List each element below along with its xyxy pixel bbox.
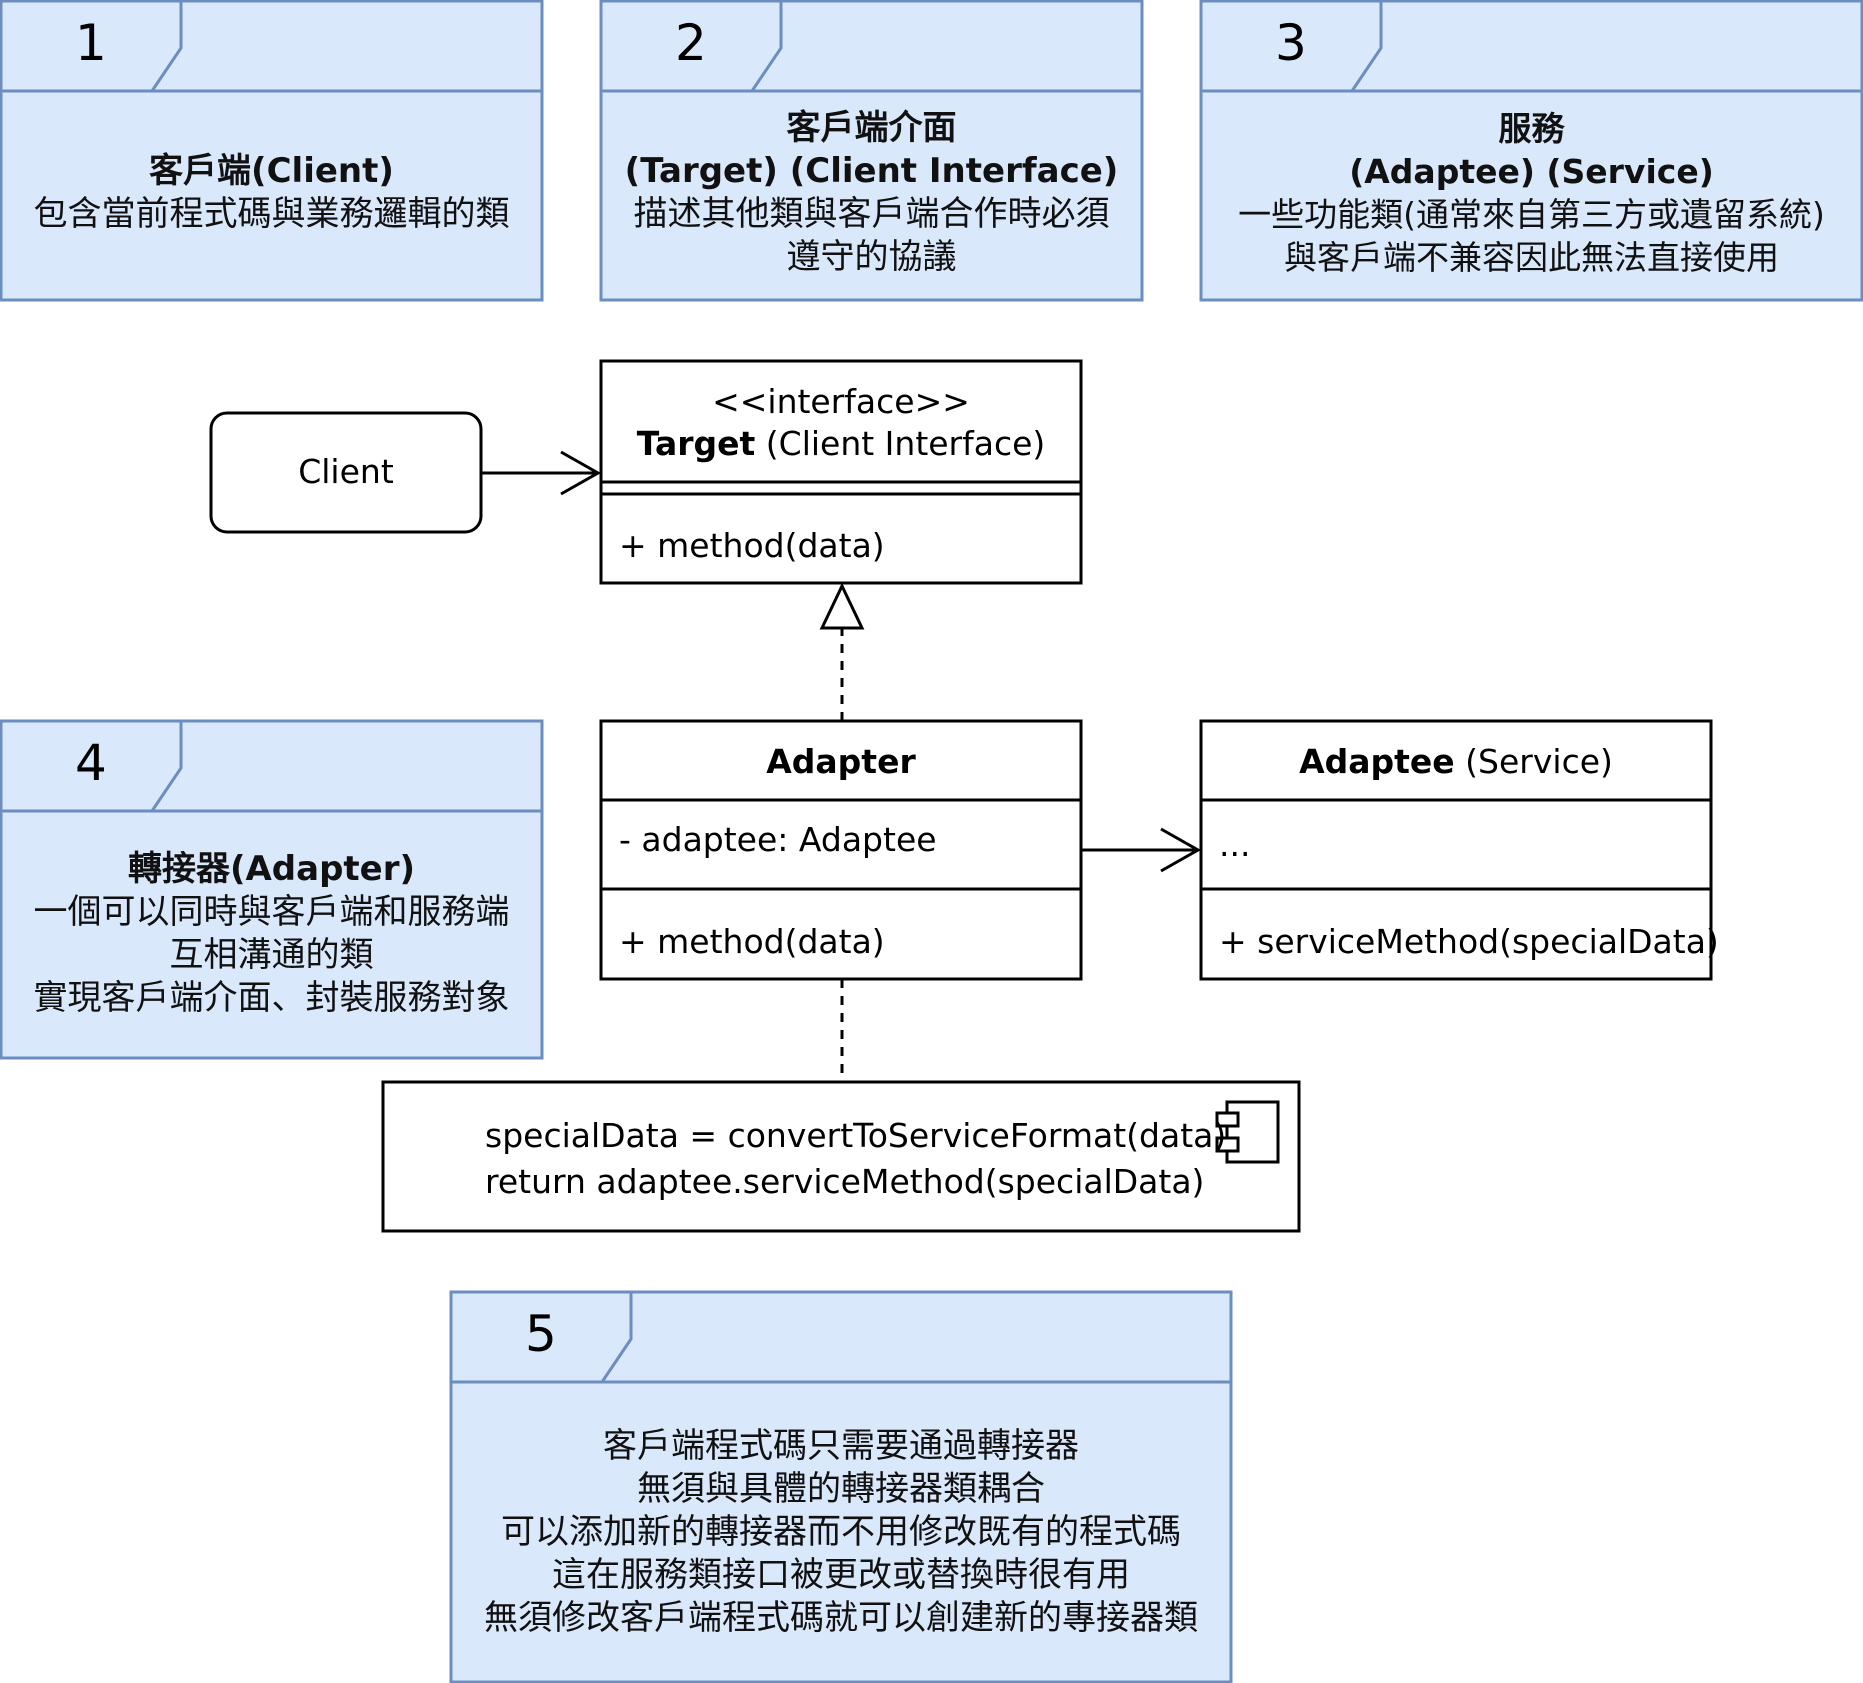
adaptee-name-suffix: (Service): [1454, 742, 1613, 781]
note-3-body: 服務 (Adaptee) (Service) 一些功能類(通常來自第三方或遺留系…: [1201, 107, 1862, 279]
note-5-number: 5: [525, 1305, 557, 1363]
component-icon: [1215, 1100, 1280, 1164]
note-2-line: 遵守的協議: [786, 237, 957, 277]
note-3-line: 一些功能類(通常來自第三方或遺留系統): [1238, 195, 1825, 234]
note-5-line: 客戶端程式碼只需要通過轉接器: [603, 1426, 1079, 1466]
note-5-line: 可以添加新的轉接器而不用修改既有的程式碼: [501, 1512, 1181, 1552]
note-3-shape: [1199, 0, 1863, 302]
adaptee-name: Adaptee: [1299, 742, 1455, 781]
note-4-title: 轉接器(Adapter): [127, 849, 416, 889]
note-4-line: 一個可以同時與客戶端和服務端: [33, 892, 510, 932]
note-4-shape: [0, 719, 544, 1060]
note-3-number: 3: [1275, 14, 1307, 72]
adapter-name: Adapter: [766, 742, 916, 781]
target-header: <<interface>> Target (Client Interface): [601, 381, 1081, 465]
adaptee-header: Adaptee (Service): [1201, 741, 1711, 783]
note-4-body: 轉接器(Adapter) 一個可以同時與客戶端和服務端 互相溝通的類 實現客戶端…: [1, 848, 542, 1020]
note-2-body: 客戶端介面 (Target) (Client Interface) 描述其他類與…: [601, 107, 1142, 279]
note-1-title: 客戶端(Client): [149, 151, 394, 191]
target-name-suffix: (Client Interface): [755, 424, 1046, 463]
note-1-line: 包含當前程式碼與業務邏輯的類: [33, 194, 510, 234]
note-2-shape: [599, 0, 1144, 302]
note-4-number: 4: [75, 734, 107, 792]
adaptee-field: ...: [1219, 825, 1251, 864]
note-1-number: 1: [75, 14, 107, 72]
note-1-shape: [0, 0, 544, 302]
note-2-title-line: (Target) (Client Interface): [624, 151, 1119, 191]
client-label: Client: [298, 452, 394, 491]
note-2-line: 描述其他類與客戶端合作時必須: [633, 194, 1110, 234]
code-note-line: return adaptee.serviceMethod(specialData…: [485, 1162, 1205, 1201]
note-5-line: 無須修改客戶端程式碼就可以創建新的專接器類: [484, 1598, 1198, 1638]
adapter-target-realization: [819, 582, 865, 721]
code-note-text: specialData = convertToServiceFormat(dat…: [485, 1113, 1226, 1205]
adapter-method: + method(data): [619, 922, 885, 961]
adaptee-method: + serviceMethod(specialData): [1219, 922, 1719, 961]
adapter-field: - adaptee: Adaptee: [619, 820, 937, 859]
note-5-line: 這在服務類接口被更改或替換時很有用: [552, 1555, 1130, 1595]
note-3-line: 與客戶端不兼容因此無法直接使用: [1284, 238, 1779, 277]
note-2-number: 2: [675, 14, 707, 72]
target-method: + method(data): [619, 526, 885, 565]
note-4-line: 互相溝通的類: [169, 935, 374, 975]
note-5-line: 無須與具體的轉接器類耦合: [637, 1469, 1045, 1509]
note-4-line: 實現客戶端介面、封裝服務對象: [33, 978, 510, 1018]
target-stereotype: <<interface>>: [712, 382, 970, 421]
client-target-arrow: [481, 450, 602, 496]
note-1-body: 客戶端(Client) 包含當前程式碼與業務邏輯的類: [1, 150, 542, 236]
target-name: Target: [636, 424, 756, 463]
note-3-title-line: (Adaptee) (Service): [1349, 152, 1714, 191]
code-note-line: specialData = convertToServiceFormat(dat…: [485, 1116, 1227, 1155]
target-title: Target (Client Interface): [601, 423, 1081, 465]
note-5-body: 客戶端程式碼只需要通過轉接器 無須與具體的轉接器類耦合 可以添加新的轉接器而不用…: [451, 1425, 1231, 1640]
adapter-adaptee-arrow: [1081, 827, 1202, 873]
code-note-box: [381, 1080, 1301, 1233]
note-2-title-line: 客戶端介面: [786, 108, 957, 148]
note-3-title-line: 服務: [1498, 109, 1565, 148]
target-class-shape: [599, 359, 1083, 585]
note-5-shape: [449, 1290, 1233, 1683]
